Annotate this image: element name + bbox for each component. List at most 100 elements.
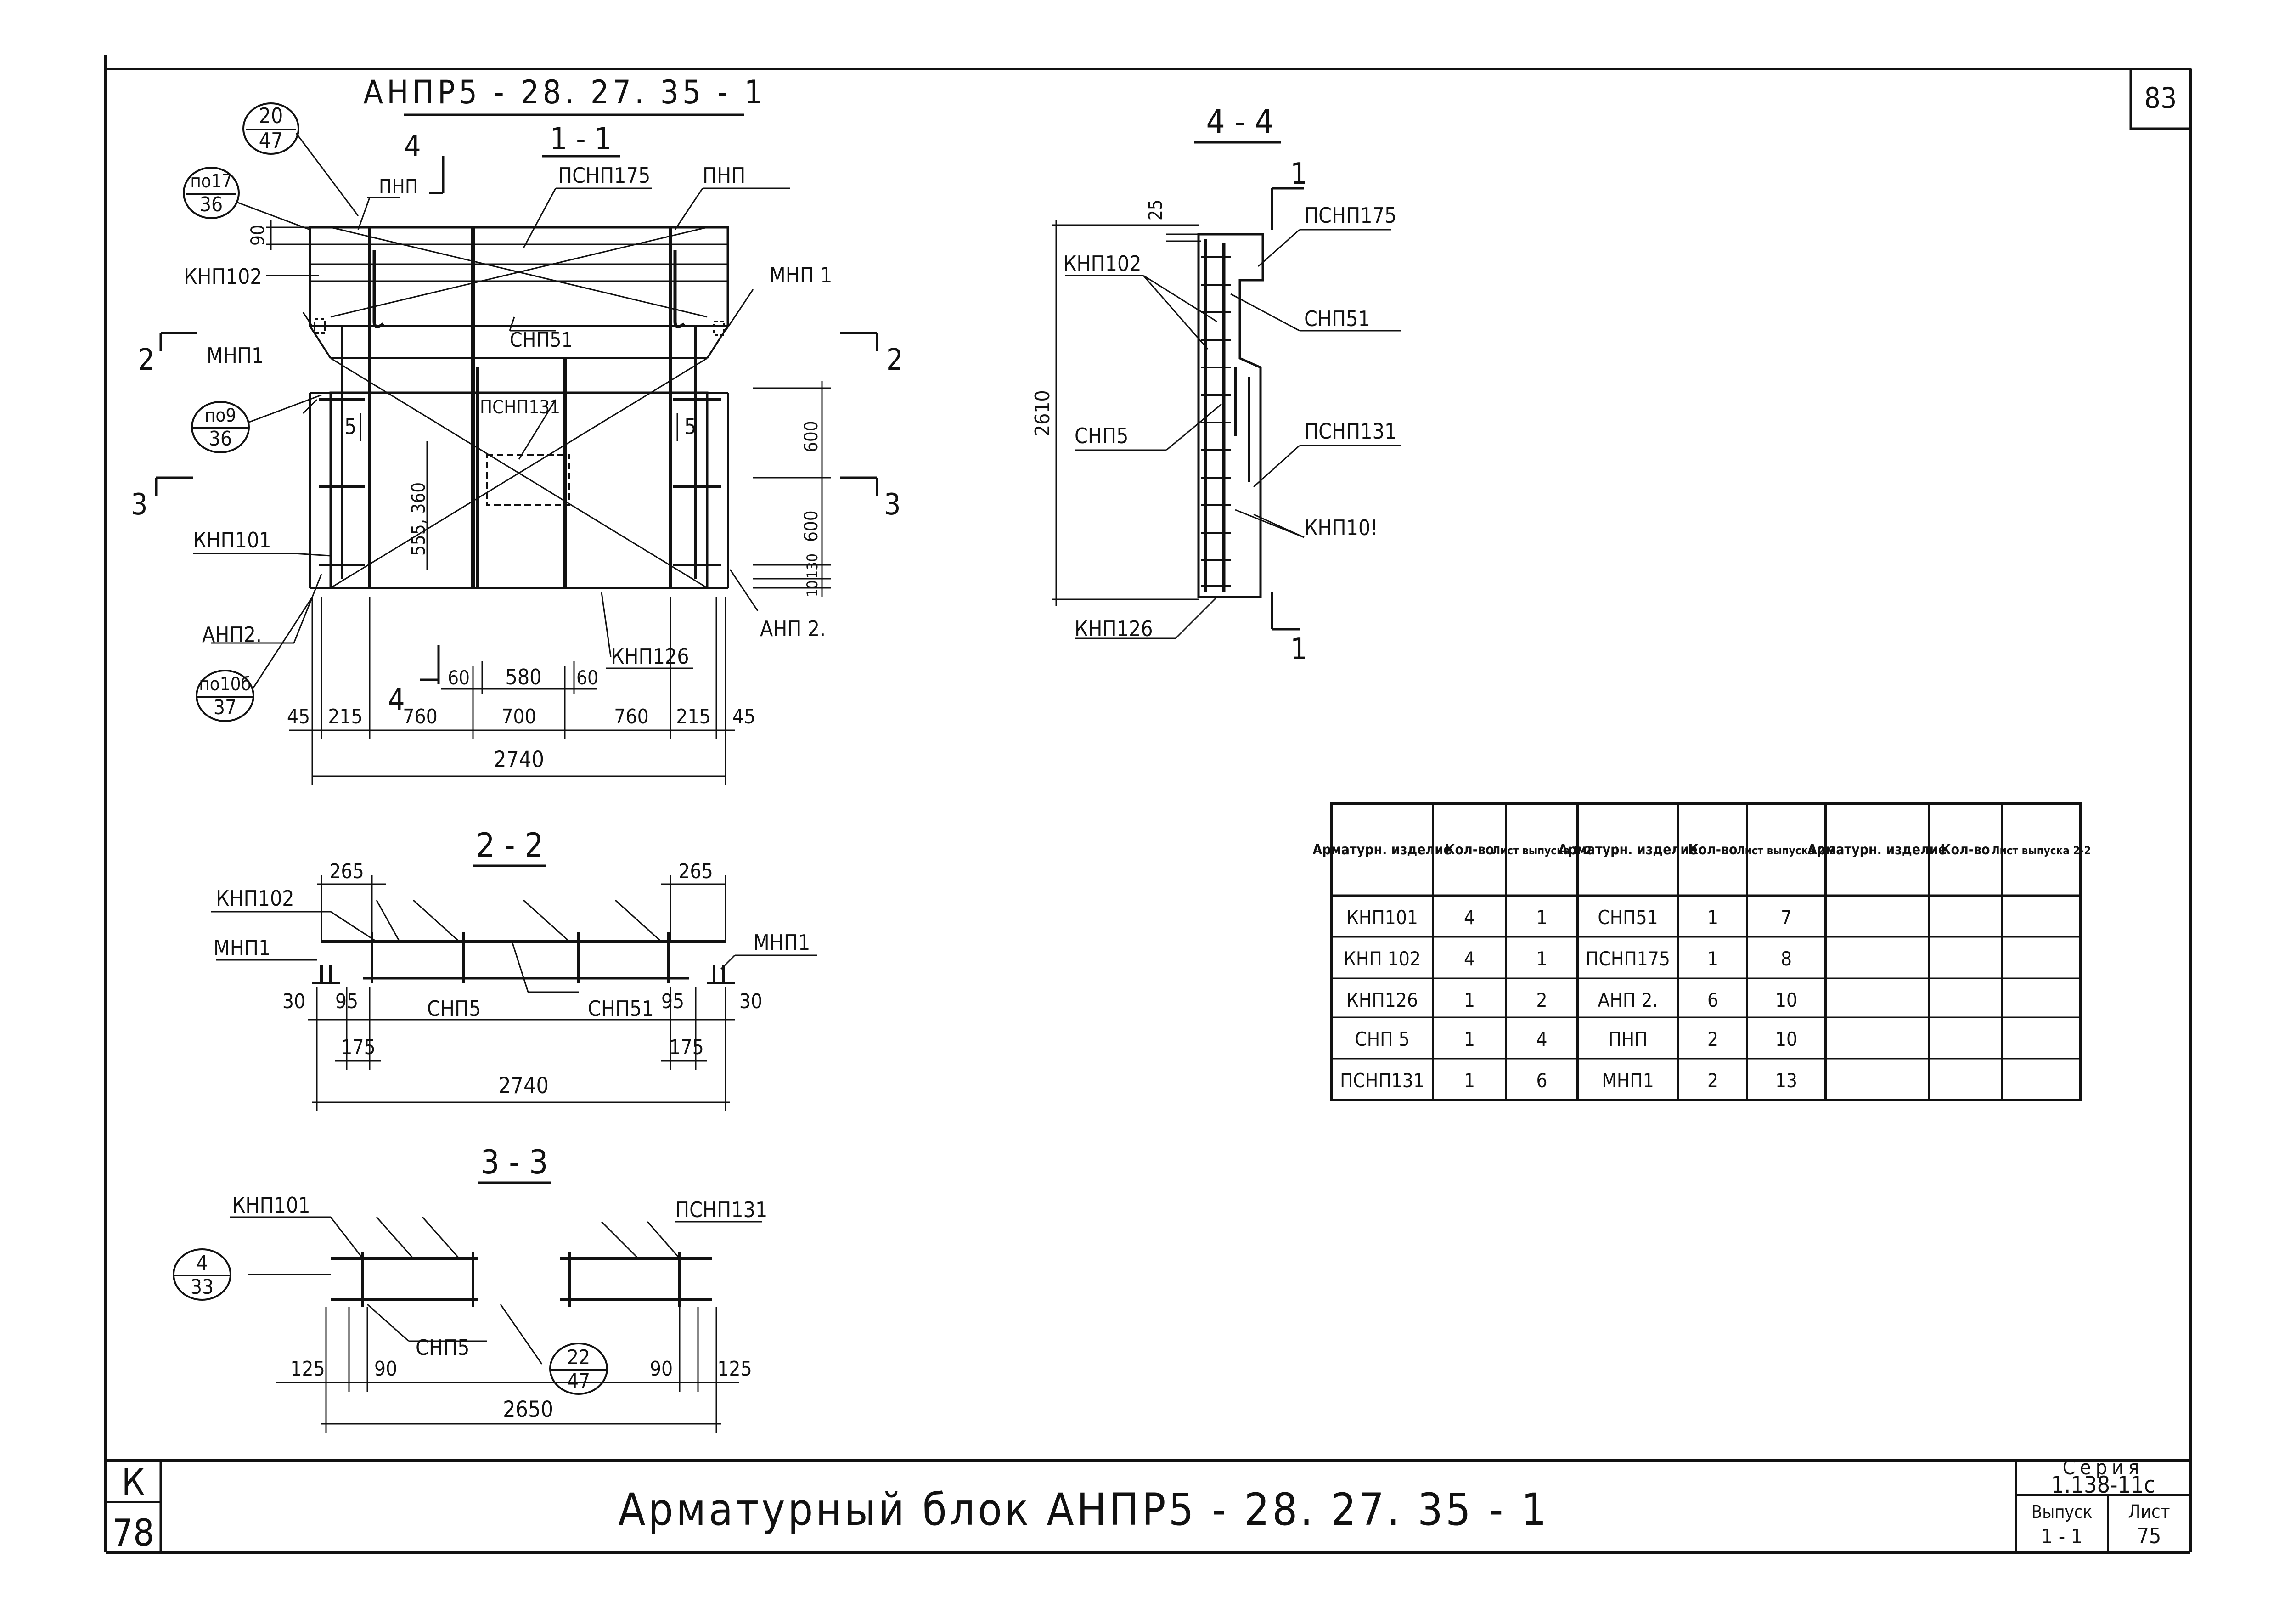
label-knp126: КНП126	[611, 644, 689, 669]
table-header-qty: Кол-во	[1688, 842, 1737, 858]
dim-555-360: 555, 360	[408, 482, 429, 556]
series-value: 1.138-11с	[2051, 1472, 2155, 1498]
callout-3-top: по9	[205, 405, 236, 426]
section-3-3-callout-2-bottom: 47	[567, 1370, 590, 1393]
dim-700: 700	[501, 705, 536, 728]
callout-4-top: по10б	[199, 674, 251, 695]
section-3-3-dim-90-right: 90	[650, 1357, 673, 1381]
sheet-number: 83	[2144, 81, 2177, 115]
dim-760-right: 760	[614, 705, 649, 728]
table-cell: 4	[1464, 906, 1475, 929]
table-header-qty: Кол-во	[1445, 842, 1494, 858]
section-4-4-cut-top: 1	[1290, 157, 1307, 191]
sheet-value: 75	[2137, 1523, 2161, 1548]
section-2-2-label-snp5: СНП5	[427, 996, 481, 1021]
table-cell: ПНП	[1608, 1028, 1647, 1050]
section-4-4-dim-2610: 2610	[1031, 390, 1054, 436]
dim-600-top: 600	[801, 421, 822, 452]
table-cell: 2	[1707, 1069, 1718, 1092]
section-4-4-label-snp51: СНП51	[1304, 306, 1370, 331]
dim-600-bottom: 600	[801, 510, 822, 542]
section-4-4-dim-25: 25	[1145, 199, 1166, 220]
section-2-2-dim-265-right: 265	[678, 860, 713, 883]
section-3-3-dim-125-left: 125	[290, 1357, 325, 1381]
callout-circle-4: по10б 37	[196, 597, 313, 722]
table-cell: 1	[1536, 948, 1547, 970]
main-view-section: 1 - 1	[550, 121, 612, 157]
title-corner-bottom: 78	[112, 1512, 154, 1554]
dim-total-2740: 2740	[494, 747, 544, 773]
label-anp2-right: АНП 2.	[760, 616, 826, 641]
table-cell: МНП1	[1602, 1069, 1654, 1092]
vertical-dimensions: 90 5 5 555, 360 600 600 130 10	[248, 220, 831, 597]
callout-1-top: 20	[259, 103, 283, 128]
table-cell: 4	[1536, 1028, 1547, 1050]
section-4-4-cut-bottom: 1	[1290, 632, 1307, 666]
table-cell: 2	[1707, 1028, 1718, 1050]
dim-580: 580	[506, 665, 542, 689]
sheet-label: Лист	[2128, 1501, 2170, 1523]
cut-mark-4-top-label: 4	[404, 130, 421, 164]
cut-mark-3-left-label: 3	[131, 488, 148, 522]
table-cell: 1	[1536, 906, 1547, 929]
table-cell: СНП51	[1598, 906, 1658, 929]
issue-value: 1 - 1	[2041, 1525, 2082, 1548]
title-corner-top: К	[121, 1461, 145, 1504]
table-cell: 10	[1775, 1028, 1797, 1050]
cut-mark-2-right: 2	[840, 332, 903, 377]
section-4-4-label-snp5: СНП5	[1075, 423, 1129, 448]
section-3-3-dim-125-right: 125	[717, 1357, 752, 1381]
table-cell: 1	[1464, 989, 1475, 1011]
label-pnp-right: ПНП	[703, 163, 745, 188]
section-4-4: 4 - 4 1 1	[1031, 102, 1401, 666]
table-cell: ПСНП175	[1586, 948, 1670, 970]
cut-mark-2-right-label: 2	[886, 343, 903, 377]
section-2-2-dim-30-left: 30	[282, 990, 305, 1013]
cut-mark-4-bottom: 4	[388, 645, 440, 717]
callout-circle-2: по17 36	[183, 167, 310, 231]
table-cell: КНП126	[1346, 989, 1418, 1011]
section-2-2-dim-175-right: 175	[669, 1036, 704, 1059]
cut-mark-3-left: 3	[131, 476, 193, 522]
series-label: Серия	[2063, 1456, 2144, 1479]
section-3-3-dim-total: 2650	[503, 1397, 553, 1422]
table-cell: 10	[1775, 989, 1797, 1011]
section-2-2-dim-95-left: 95	[335, 990, 358, 1013]
table-cell: СНП 5	[1355, 1028, 1409, 1050]
table-cell: 8	[1781, 948, 1792, 970]
section-4-4-label-psnp131: ПСНП131	[1304, 419, 1396, 444]
label-snp51: СНП51	[510, 328, 573, 352]
section-3-3-callout-1: 4 33	[173, 1248, 231, 1301]
label-knp101: КНП101	[193, 528, 271, 553]
table-cell: 4	[1464, 948, 1475, 970]
dim-90: 90	[248, 225, 269, 246]
table-cell: 1	[1707, 948, 1718, 970]
cut-mark-2-left-label: 2	[138, 343, 155, 377]
table-header-item: Арматурн. изделие	[1558, 842, 1697, 858]
section-4-4-label-knp101: КНП10!	[1304, 515, 1378, 540]
table-header-item: Арматурн. изделие	[1312, 842, 1452, 858]
section-3-3-title: 3 - 3	[481, 1143, 548, 1181]
title-block: К 78 Арматурный блок АНПР5 - 28. 27. 35 …	[106, 1456, 2190, 1554]
table-header-sheet: Лист выпуска 2-2	[1992, 844, 2091, 857]
callout-4-bottom: 37	[214, 696, 236, 719]
label-pnp-left: ПНП	[379, 175, 418, 197]
dim-215-right: 215	[676, 705, 711, 728]
table-cell: ПСНП131	[1340, 1069, 1424, 1092]
section-2-2-label-mnp1-right: МНП1	[753, 930, 810, 955]
cut-mark-3-right: 3	[840, 476, 901, 522]
sheet-number-box: 83	[2129, 68, 2192, 130]
section-4-4-label-knp102: КНП102	[1063, 251, 1142, 276]
table-cell: 13	[1775, 1069, 1797, 1092]
section-3-3-label-knp101: КНП101	[232, 1193, 310, 1218]
table-cell: 1	[1707, 906, 1718, 929]
section-2-2-dim-95-right: 95	[661, 990, 684, 1013]
section-4-4-rungs	[1201, 256, 1231, 587]
table-header-qty: Кол-во	[1941, 842, 1990, 858]
table-header-sheet: Лист выпуска 2-2	[1737, 844, 1836, 857]
section-3-3-callout-1-bottom: 33	[191, 1275, 214, 1299]
dim-10: 10	[804, 580, 821, 597]
leader-lines	[193, 187, 790, 669]
